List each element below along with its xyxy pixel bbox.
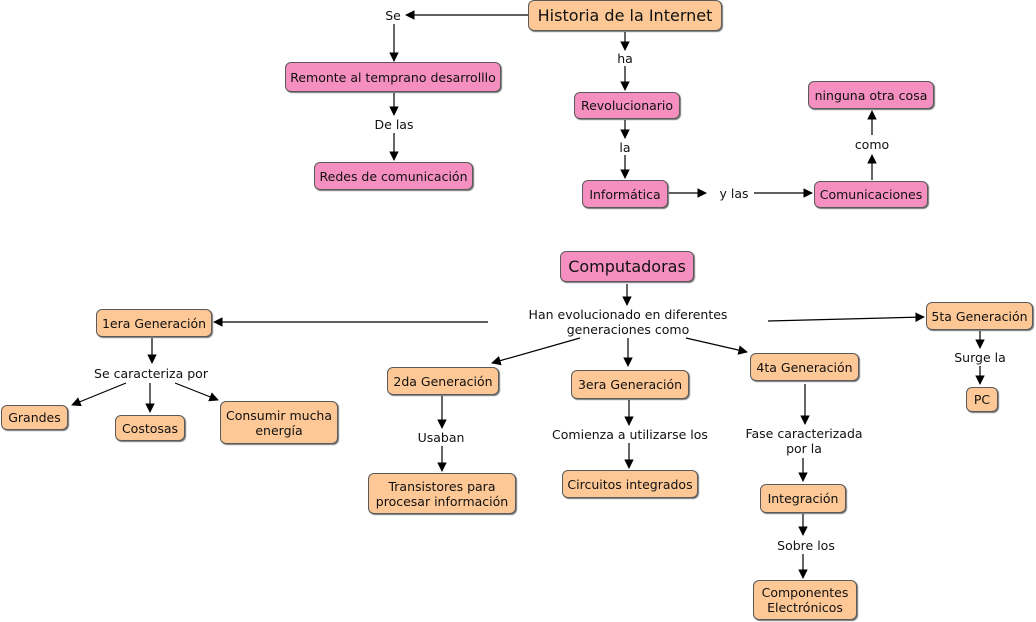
link-la: la xyxy=(617,140,633,155)
node-gen4[interactable]: 4ta Generación xyxy=(750,353,859,381)
node-circuitos[interactable]: Circuitos integrados xyxy=(562,470,698,498)
link-como: como xyxy=(852,137,892,152)
node-transistores[interactable]: Transistores para procesar información xyxy=(368,473,516,514)
edge-han-gen2 xyxy=(491,337,581,366)
edge-secaracteriza-consumir xyxy=(174,382,219,402)
link-ha: ha xyxy=(614,51,636,66)
node-historia[interactable]: Historia de la Internet xyxy=(528,0,722,31)
node-revolucionario[interactable]: Revolucionario xyxy=(574,92,680,119)
node-gen5[interactable]: 5ta Generación xyxy=(926,302,1033,330)
node-componentes[interactable]: Componentes Electrónicos xyxy=(753,580,857,620)
node-costosas[interactable]: Costosas xyxy=(115,415,185,441)
node-grandes[interactable]: Grandes xyxy=(1,405,68,430)
node-remonte[interactable]: Remonte al temprano desarrolllo xyxy=(285,62,501,92)
link-han-evolucionado: Han evolucionado en diferentes generacio… xyxy=(488,307,768,337)
node-consumir[interactable]: Consumir mucha energía xyxy=(220,401,338,444)
link-sobre-los: Sobre los xyxy=(774,538,838,553)
node-computadoras[interactable]: Computadoras xyxy=(560,251,694,282)
link-de-las: De las xyxy=(372,117,416,132)
link-usaban: Usaban xyxy=(414,430,468,445)
node-gen3[interactable]: 3era Generación xyxy=(571,370,689,399)
edge-han-gen5 xyxy=(767,312,925,323)
link-fase: Fase caracterizada por la xyxy=(744,426,864,456)
link-se-caracteriza: Se caracteriza por xyxy=(92,366,210,381)
node-gen2[interactable]: 2da Generación xyxy=(387,367,499,395)
node-pc[interactable]: PC xyxy=(966,387,998,412)
node-gen1[interactable]: 1era Generación xyxy=(96,309,212,337)
link-surge-la: Surge la xyxy=(950,350,1010,365)
link-comienza: Comienza a utilizarse los xyxy=(552,427,708,442)
edge-secaracteriza-grandes xyxy=(71,382,127,407)
edge-han-gen4 xyxy=(685,337,748,355)
node-redes[interactable]: Redes de comunicación xyxy=(314,162,473,190)
node-integracion[interactable]: Integración xyxy=(760,484,846,513)
node-ninguna[interactable]: ninguna otra cosa xyxy=(808,81,934,109)
link-se: Se xyxy=(383,8,403,23)
link-y-las: y las xyxy=(714,186,754,201)
node-comunicaciones[interactable]: Comunicaciones xyxy=(814,181,928,208)
node-informatica[interactable]: Informática xyxy=(582,180,668,208)
